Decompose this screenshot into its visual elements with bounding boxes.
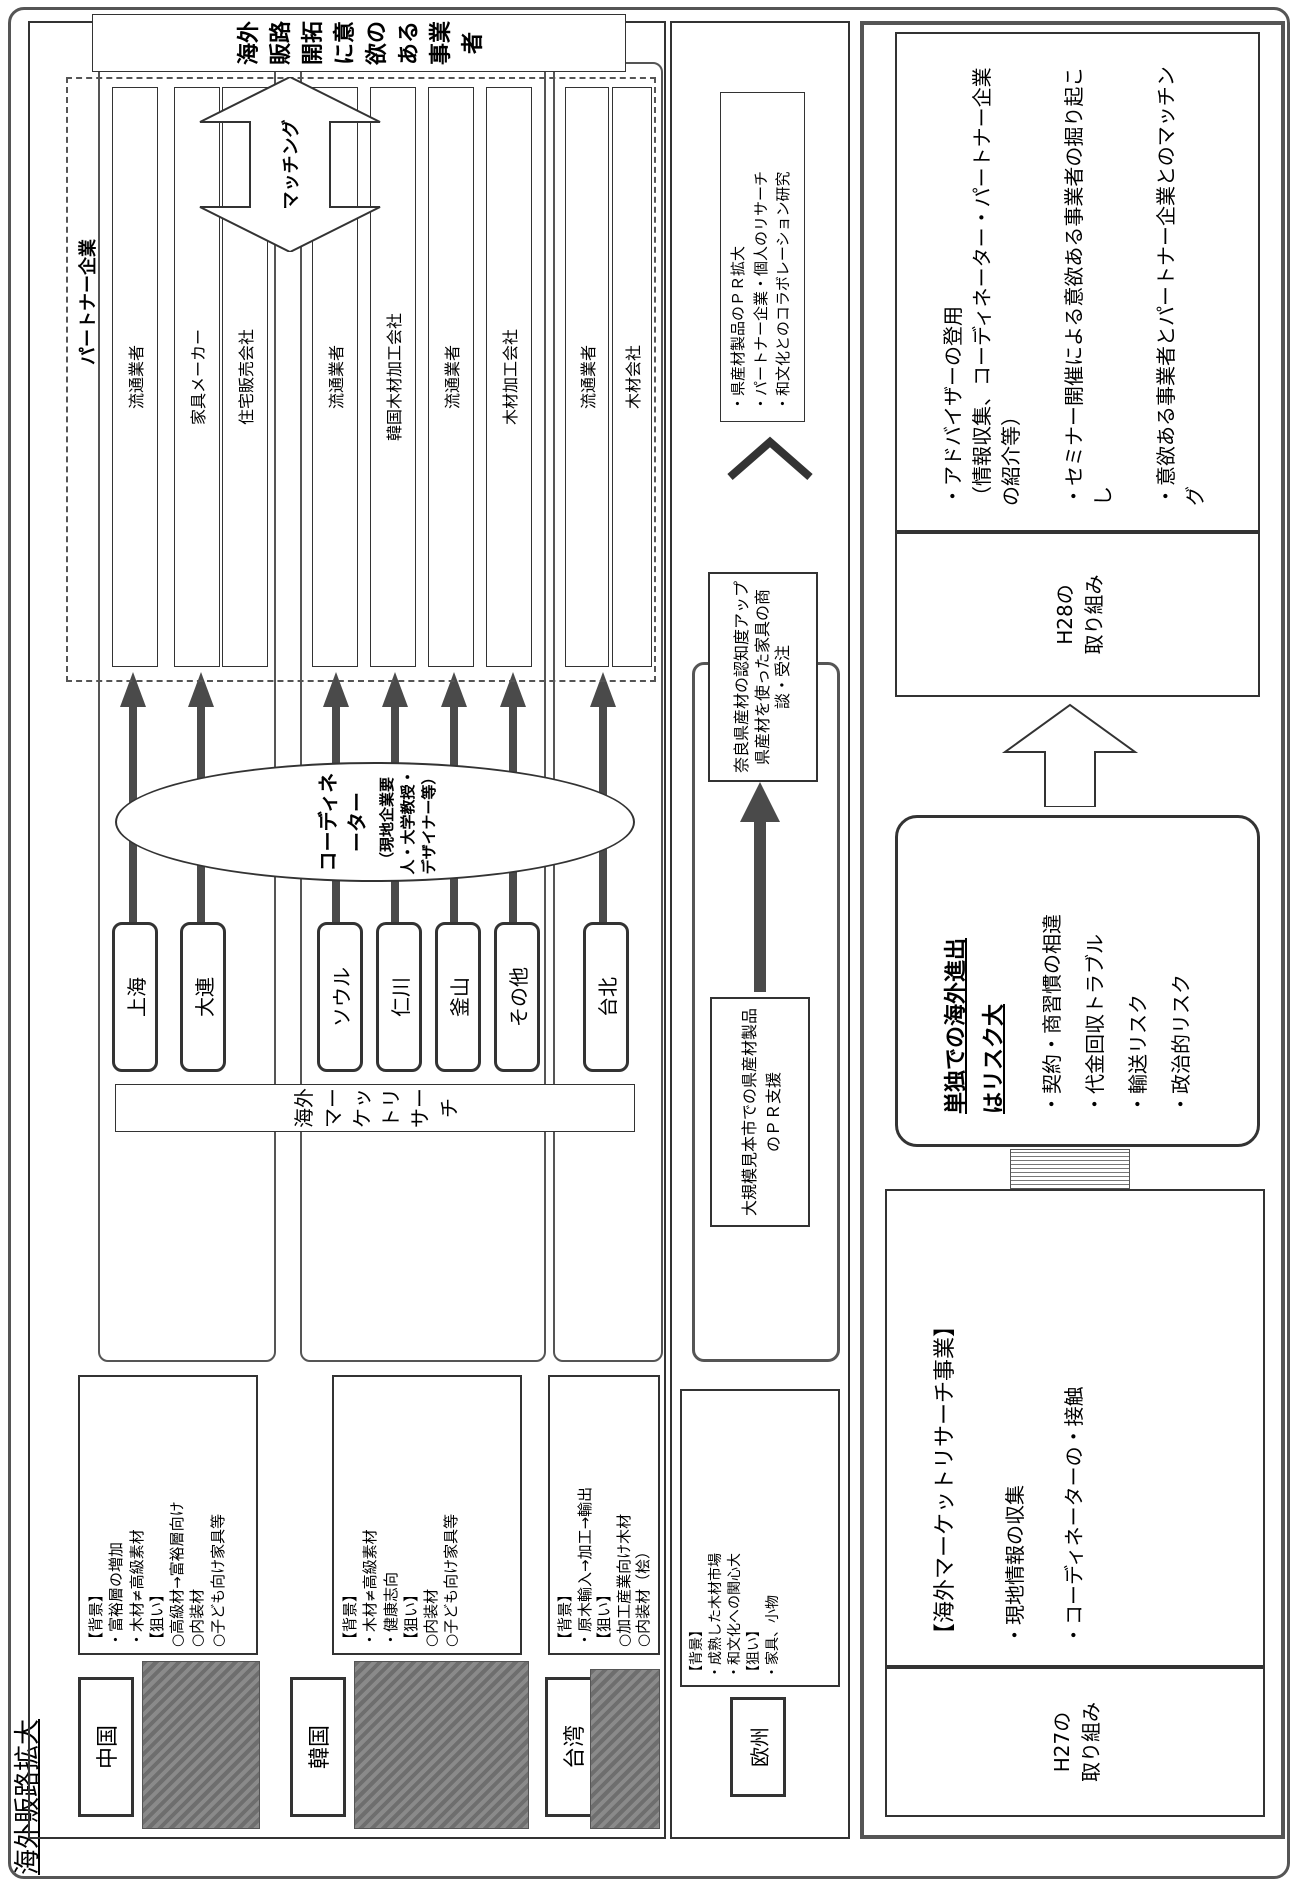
coordinator-subtitle: （現地企業要人・大学教授・デザイナー等） — [376, 764, 439, 880]
city-other: その他 — [494, 922, 540, 1072]
china-market-text: 【背景】 ・富裕層の増加 ・木材≠高級素材 【狙い】 ○高級材→富裕層向け ○内… — [78, 1375, 258, 1655]
partner-korea-distributor-2: 流通業者 — [428, 87, 474, 667]
h27-item-1: ・現地情報の収集 — [999, 1211, 1028, 1645]
h28-item-3: ・意欲ある事業者とパートナー企業とのマッチング — [1150, 58, 1208, 506]
market-research-bar: 海外マーケットリサーチ — [115, 1084, 635, 1132]
city-busan: 釜山 — [435, 922, 481, 1072]
partner-korea-wood-company: 木材加工会社 — [486, 87, 532, 667]
europe-market-text: 【背景】 ・成熟した木材市場 ・和文化への関心大 【狙い】 ・家具、小物 — [680, 1389, 840, 1687]
risk-item-1: ・契約・商習慣の相違 — [1036, 848, 1065, 1114]
city-seoul: ソウル — [317, 922, 363, 1072]
risk-item-3: ・輸送リスク — [1122, 848, 1151, 1114]
europe-bullet-2: ・パートナー企業・個人のリサーチ — [750, 103, 773, 411]
partner-taiwan-wood-company: 木材会社 — [612, 87, 652, 667]
target-businesses-box: 海外販路開拓に意欲のある事業者 — [92, 14, 626, 72]
matching-label: マッチング — [275, 97, 305, 232]
city-incheon: 仁川 — [376, 922, 422, 1072]
europe-pr-support: 大規模見本市での県産材製品のＰＲ支援 — [710, 997, 810, 1227]
coordinator-ellipse: コーディネーター （現地企業要人・大学教授・デザイナー等） — [115, 762, 635, 882]
europe-bullet-1: ・県産材製品のＰＲ拡大 — [727, 103, 750, 411]
h28-content-box: ・アドバイザーの登用 （情報収集、コーディネーター・パートナー企業の紹介等） ・… — [895, 32, 1260, 532]
europe-bullet-3: ・和文化とのコラボレーション研究 — [772, 103, 795, 411]
risk-item-4: ・政治的リスク — [1165, 848, 1194, 1114]
h28-item-1: ・アドバイザーの登用 （情報収集、コーディネーター・パートナー企業の紹介等） — [937, 58, 1024, 506]
h27-item-2: ・コーディネーターの・接触 — [1058, 1211, 1087, 1645]
country-label-korea: 韓国 — [290, 1677, 346, 1817]
europe-bullets-box: ・県産材製品のＰＲ拡大 ・パートナー企業・個人のリサーチ ・和文化とのコラボレー… — [720, 92, 805, 422]
taiwan-market-text: 【背景】 ・原木輸入→加工→輸出 【狙い】 ○加工産業向け木材 ○内装材（桧） — [548, 1375, 660, 1655]
city-shanghai: 上海 — [112, 922, 158, 1072]
china-photo — [142, 1661, 260, 1829]
h28-item-2: ・セミナー開催による意欲ある事業者の掘り起こし — [1058, 58, 1116, 506]
h27-content-box: 【海外マーケットリサーチ事業】 ・現地情報の収集 ・コーディネーターの・接触 — [885, 1189, 1265, 1667]
partner-taiwan-distributor: 流通業者 — [565, 87, 609, 667]
partner-label: パートナー企業 — [72, 207, 102, 397]
risk-title-line1: 単独での海外進出 — [938, 848, 970, 1114]
city-dalian: 大連 — [180, 922, 226, 1072]
hollow-arrow — [1000, 702, 1140, 807]
risk-title-line2: はリスク大 — [976, 848, 1008, 1114]
risk-item-2: ・代金回収トラブル — [1079, 848, 1108, 1114]
country-label-china: 中国 — [78, 1677, 134, 1817]
h27-heading: 【海外マーケットリサーチ事業】 — [927, 1211, 959, 1645]
chevron-arrow-icon — [720, 427, 820, 487]
taiwan-photo — [590, 1669, 660, 1829]
city-taipei: 台北 — [583, 922, 629, 1072]
h27-label: H27の 取り組み — [885, 1667, 1265, 1817]
europe-arrow — [730, 782, 790, 992]
korea-photo — [354, 1661, 529, 1829]
connector-bar — [1010, 1149, 1130, 1189]
country-label-europe: 欧州 — [730, 1697, 786, 1797]
coordinator-title: コーディネーター — [312, 764, 370, 880]
h28-label: H28の 取り組み — [895, 532, 1260, 697]
risk-box: 単独での海外進出 はリスク大 ・契約・商習慣の相違 ・代金回収トラブル ・輸送リ… — [895, 815, 1260, 1147]
korea-market-text: 【背景】 ・木材≠高級素材 ・健康志向 【狙い】 ○内装材 ○子ども向け家具等 — [332, 1375, 522, 1655]
partner-china-distributor: 流通業者 — [112, 87, 158, 667]
europe-result-box: 奈良県産材の認知度アップ 県産材を使った家具の商談・受注 — [708, 572, 818, 782]
